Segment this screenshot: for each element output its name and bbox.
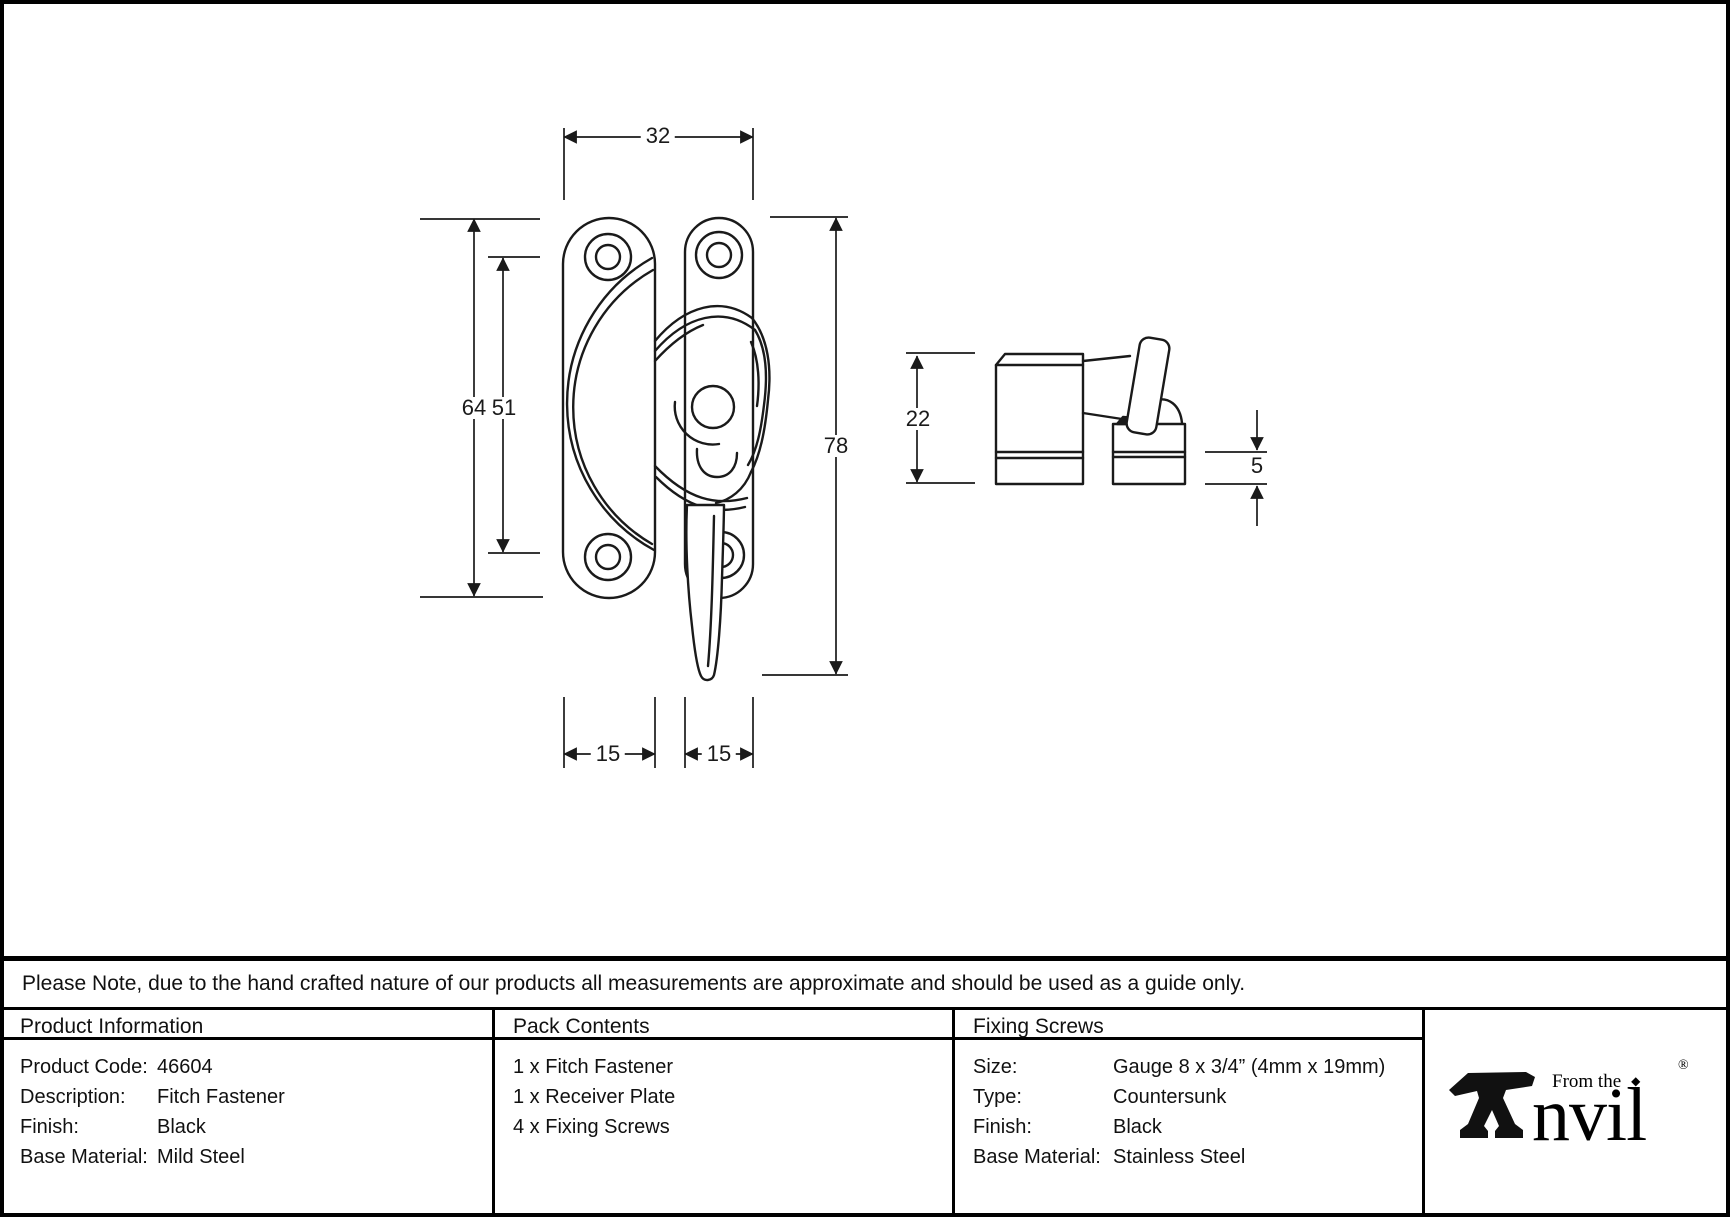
cam-knob — [690, 384, 736, 430]
divider-table-header — [0, 1037, 1424, 1040]
from-the-anvil-logo: nvil From the◆ ® — [1448, 1055, 1708, 1165]
product-code-label: Product Code: — [20, 1056, 148, 1078]
screw-finish-value: Black — [1113, 1116, 1162, 1138]
measurement-note: Please Note, due to the hand crafted nat… — [22, 972, 1246, 995]
pack-item: 4 x Fixing Screws — [513, 1116, 670, 1138]
pack-contents-title: Pack Contents — [513, 1015, 650, 1038]
technical-drawing — [420, 128, 1267, 768]
screw-base-material-value: Stainless Steel — [1113, 1146, 1246, 1168]
fixing-screws-title: Fixing Screws — [973, 1015, 1104, 1038]
logo-prefix: From the◆ — [1552, 1071, 1641, 1092]
screw-finish-label: Finish: — [973, 1116, 1032, 1138]
finish-label: Finish: — [20, 1116, 79, 1138]
description-label: Description: — [20, 1086, 126, 1108]
finish-value: Black — [157, 1116, 206, 1138]
screw-size-value: Gauge 8 x 3/4” (4mm x 19mm) — [1113, 1056, 1386, 1078]
pack-item: 1 x Receiver Plate — [513, 1086, 676, 1108]
description-value: Fitch Fastener — [157, 1086, 285, 1108]
fastener-handle — [685, 503, 726, 682]
column-separator-3 — [1422, 1010, 1425, 1217]
dim-label-screw-spacing: 51 — [486, 397, 522, 419]
side-grip — [1125, 336, 1171, 436]
screw-base-material-label: Base Material: — [973, 1146, 1101, 1168]
base-material-value: Mild Steel — [157, 1146, 245, 1168]
divider-note — [0, 1007, 1730, 1010]
column-separator-1 — [492, 1010, 495, 1217]
registered-mark: ® — [1678, 1058, 1689, 1073]
dim-label-front-width: 32 — [640, 125, 676, 147]
product-code-value: 46604 — [157, 1056, 213, 1078]
pack-item: 1 x Fitch Fastener — [513, 1056, 674, 1078]
side-fastener-body — [994, 363, 1085, 486]
dim-label-right-plate-width: 15 — [701, 743, 737, 765]
divider-drawing — [0, 956, 1730, 961]
anvil-icon — [1449, 1072, 1535, 1138]
screw-type-value: Countersunk — [1113, 1086, 1227, 1108]
dim-label-side-height: 22 — [900, 408, 936, 430]
dim-label-left-plate-width: 15 — [590, 743, 626, 765]
front-left-plate — [561, 216, 657, 600]
dim-label-overall-height: 78 — [818, 435, 854, 457]
column-separator-2 — [952, 1010, 955, 1217]
logo-name: nvil — [1532, 1073, 1647, 1157]
screw-size-label: Size: — [973, 1056, 1018, 1078]
product-information-title: Product Information — [20, 1015, 204, 1038]
dim-label-plate-thickness: 5 — [1245, 455, 1269, 477]
screw-type-label: Type: — [973, 1086, 1022, 1108]
base-material-label: Base Material: — [20, 1146, 148, 1168]
diamond-icon: ◆ — [1631, 1074, 1641, 1088]
